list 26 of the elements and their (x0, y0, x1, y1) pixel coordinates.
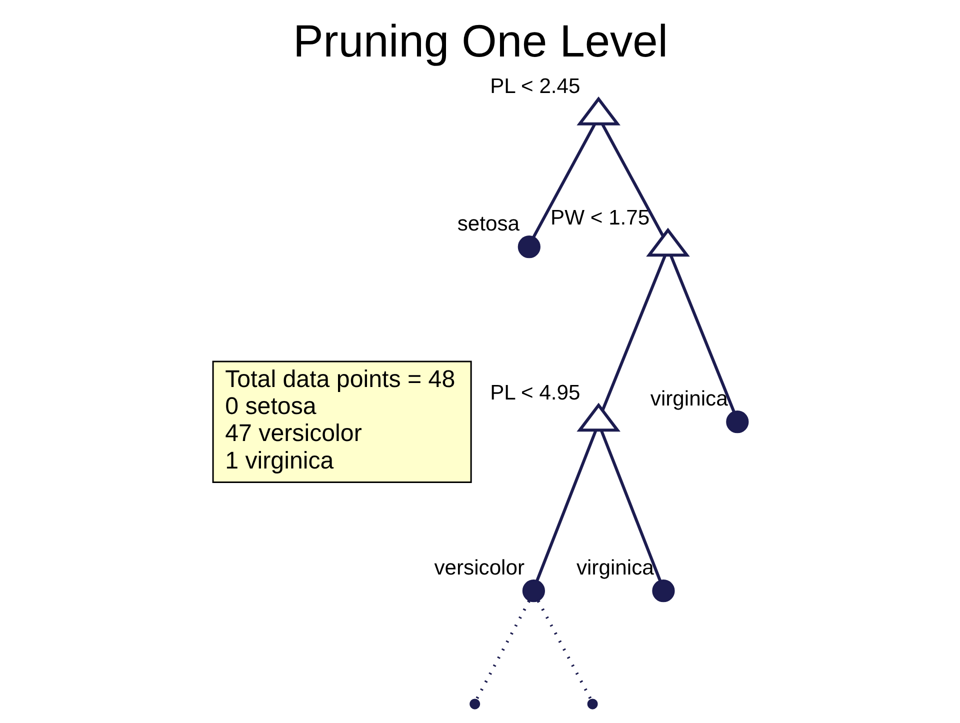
connector (599, 430, 661, 582)
node-circle (586, 698, 598, 710)
node-circle (726, 410, 748, 434)
node-label: virginica (576, 556, 654, 580)
node-circle (652, 580, 674, 602)
connector (535, 430, 597, 582)
connector (474, 600, 530, 700)
connector (532, 123, 596, 238)
connector (536, 600, 592, 700)
node-circle (517, 236, 540, 258)
node-label: PL < 4.95 (490, 382, 580, 405)
node-triangle (646, 228, 690, 257)
connector (600, 123, 664, 238)
node-triangle (576, 402, 620, 432)
node-circle (469, 698, 480, 710)
connector (668, 254, 735, 412)
node-label: virginica (650, 388, 728, 411)
node-label: versicolor (434, 556, 524, 580)
node-label: PW < 1.75 (550, 206, 650, 230)
node-circle (522, 580, 544, 602)
node-box: Total data points = 48 0 setosa 47 versicolor 1 virginica (212, 360, 472, 483)
node-triangle (576, 96, 620, 126)
diagram-title: Pruning One Level (292, 16, 668, 67)
node-label: setosa (456, 212, 520, 236)
connector (600, 254, 666, 411)
node-label: PL < 2.45 (490, 75, 580, 98)
